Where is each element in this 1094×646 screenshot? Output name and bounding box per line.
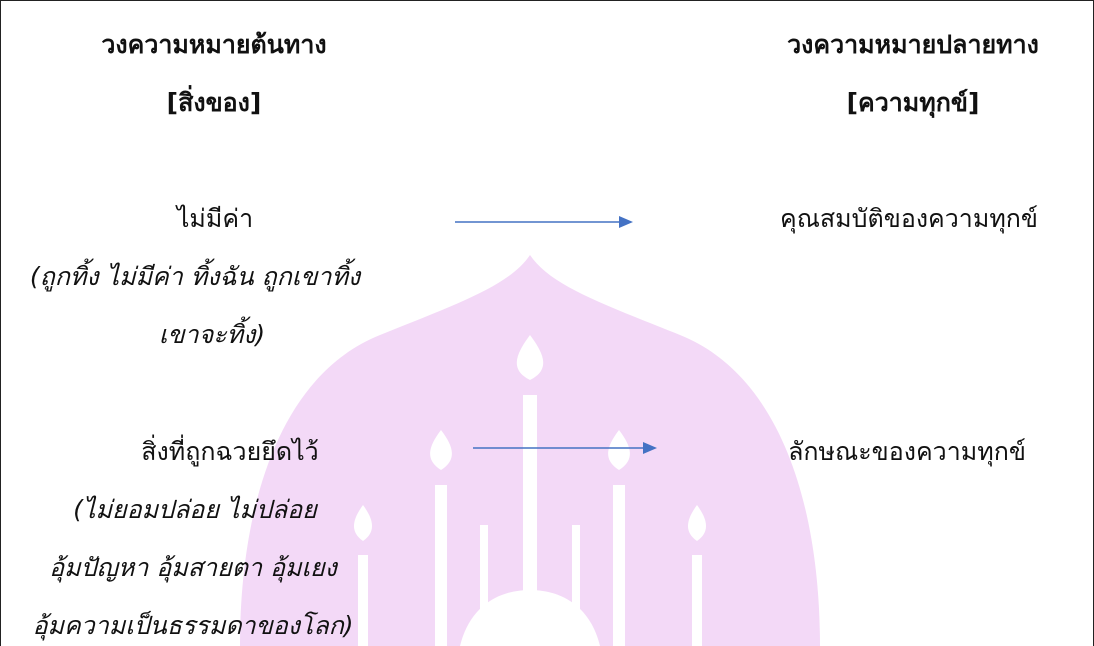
table-border-left: [0, 0, 1, 646]
target-concept-1: คุณสมบัติของความทุกข์: [779, 204, 1039, 233]
mapping-arrow-2: [473, 442, 657, 454]
table-border-top: [0, 0, 1094, 1]
watermark-emblem: [240, 255, 820, 646]
target-domain-subtitle: [ความทุกข์]: [846, 88, 980, 117]
source-example-2-line-3: อุ้มความเป็นธรรมดาของโลก): [32, 611, 354, 640]
source-example-2-line-2: อุ้มปัญหา อุ้มสายตา อุ้มเยง: [49, 553, 337, 582]
target-concept-2: ลักษณะของความทุกข์: [788, 437, 1026, 466]
source-example-1-line-2: เขาจะทิ้ง): [158, 320, 266, 349]
source-concept-2: สิ่งที่ถูกฉวยยึดไว้: [141, 437, 319, 466]
source-example-1-line-1: (ถูกทิ้ง ไม่มีค่า ทิ้งฉัน ถูกเขาทิ้ง: [29, 262, 361, 291]
target-domain-title: วงความหมายปลายทาง: [787, 30, 1039, 59]
source-concept-1: ไม่มีค่า: [176, 204, 254, 233]
source-domain-title: วงความหมายต้นทาง: [101, 30, 327, 59]
mapping-arrow-1: [455, 216, 633, 228]
source-domain-subtitle: [สิ่งของ]: [166, 88, 262, 117]
source-example-2-line-1: (ไม่ยอมปล่อย ไม่ปล่อย: [73, 495, 317, 524]
